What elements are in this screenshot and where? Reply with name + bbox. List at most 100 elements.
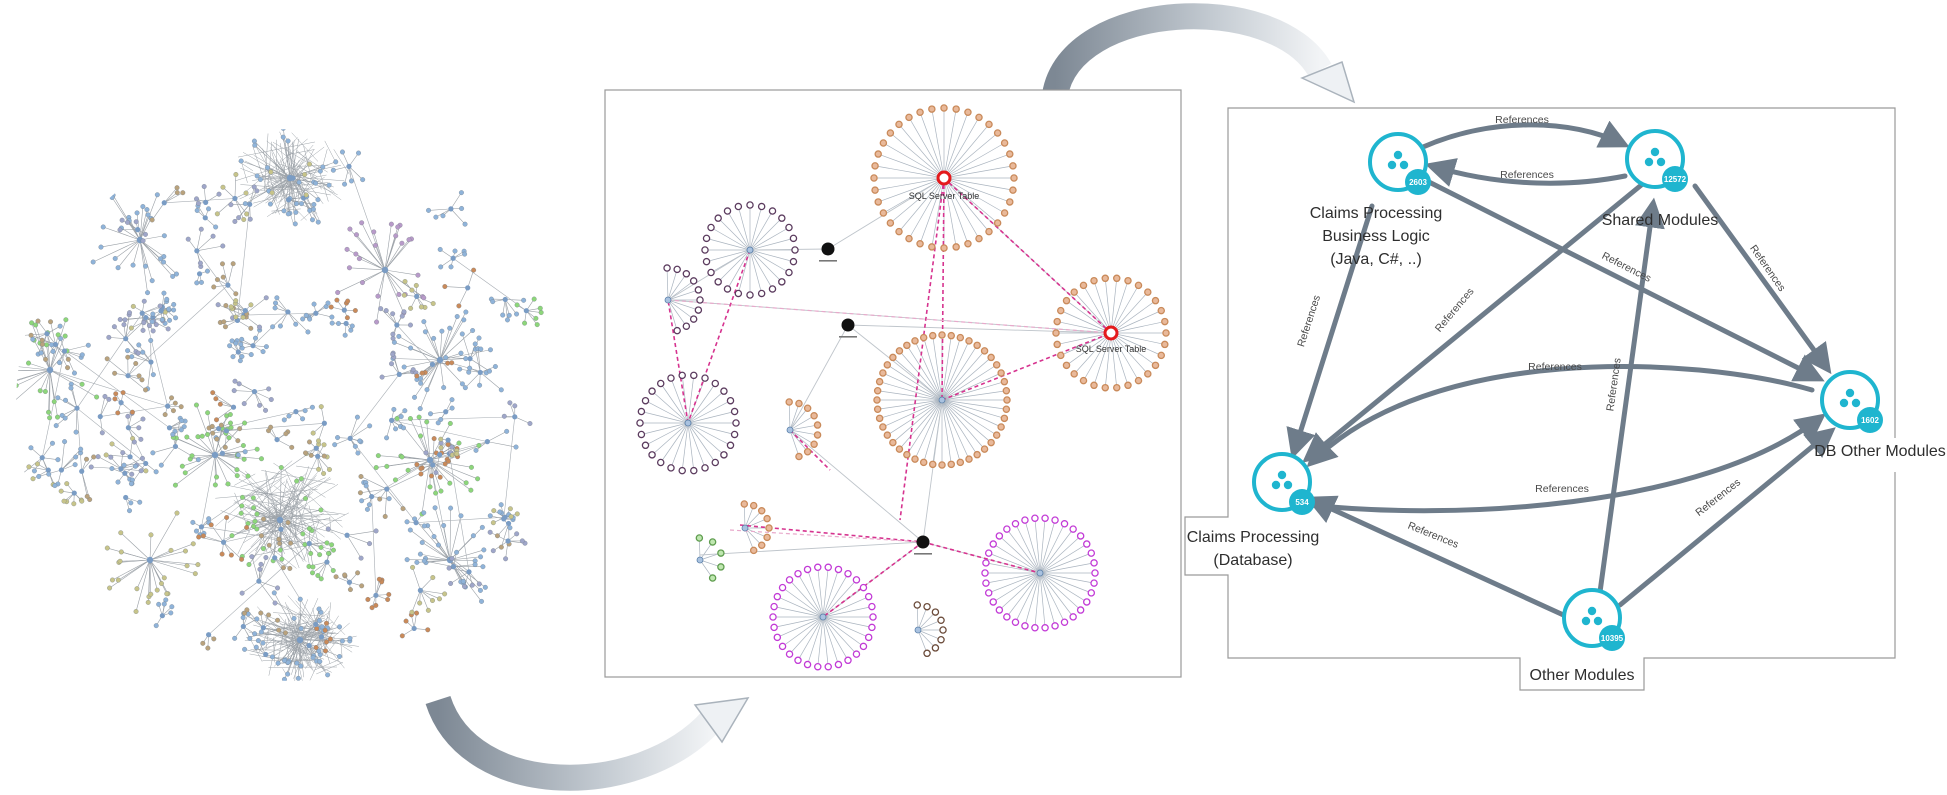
detail-edge [879, 399, 943, 419]
overview-hub [150, 314, 156, 321]
overview-node [316, 606, 322, 612]
overview-hub [413, 520, 419, 526]
overview-hub [250, 343, 256, 349]
overview-hub [260, 625, 266, 631]
overview-node [505, 317, 510, 323]
detail-leaf-node [656, 379, 665, 388]
overview-node [479, 598, 484, 604]
overview-node [220, 261, 225, 267]
detail-edge [1039, 572, 1095, 584]
overview-hub [429, 361, 436, 367]
overview-node [229, 533, 235, 539]
module-node-claims-logic[interactable]: 2603 [1368, 132, 1431, 195]
overview-node [410, 367, 416, 373]
overview-edge [349, 417, 358, 439]
overview-node [182, 470, 188, 476]
overview-node [279, 556, 285, 562]
detail-leaf-node [868, 623, 876, 632]
overview-edge [316, 662, 343, 675]
overview-edge [175, 418, 181, 447]
overview-edge [258, 557, 267, 582]
overview-edge [139, 206, 144, 241]
detail-leaf-node [773, 592, 782, 601]
detail-edge [822, 606, 872, 618]
overview-node [174, 271, 179, 277]
module-node-db-other[interactable]: 1602 [1820, 370, 1883, 433]
overview-node [118, 530, 124, 536]
detail-edge [875, 165, 945, 179]
overview-edge [99, 416, 103, 433]
detail-edge [914, 340, 943, 401]
overview-node [183, 548, 188, 554]
overview-node [180, 190, 186, 196]
detail-edge [1039, 562, 1095, 574]
module-node-claims-db[interactable]: 534 [1252, 452, 1315, 515]
overview-edge [76, 408, 83, 472]
overview-node [115, 265, 121, 271]
overview-edge [161, 446, 176, 466]
overview-node [463, 309, 469, 315]
overview-node [512, 403, 518, 409]
overview-edge [261, 618, 297, 651]
overview-node [348, 327, 354, 333]
overview-node [62, 333, 68, 339]
overview-edge [127, 284, 229, 376]
overview-edge [420, 577, 434, 591]
detail-leaf-node [814, 563, 822, 572]
detail-edge [1039, 572, 1074, 618]
detail-edge [985, 572, 1041, 584]
overview-edge [244, 649, 266, 655]
overview-node [298, 476, 304, 482]
overview-node [376, 576, 382, 582]
detail-edge [749, 249, 773, 290]
overview-edge [282, 137, 291, 179]
overview-hub [318, 634, 325, 640]
overview-node [299, 201, 304, 207]
overview-edge [241, 162, 248, 183]
overview-edge [214, 454, 245, 460]
detail-edge [1024, 572, 1041, 626]
overview-node [260, 546, 266, 552]
overview-node [315, 219, 321, 225]
overview-edge [263, 176, 275, 188]
detail-leaf-node [1070, 288, 1078, 296]
overview-node [239, 590, 245, 596]
overview-hub [148, 359, 154, 365]
module-node-other[interactable]: 10395 [1562, 588, 1625, 651]
overview-edge [201, 454, 216, 527]
overview-node [57, 360, 62, 366]
overview-edge [125, 321, 145, 339]
overview-node [276, 627, 282, 633]
overview-node [354, 414, 360, 420]
overview-node [263, 344, 269, 350]
detail-hub-node [1103, 325, 1119, 341]
overview-node [136, 425, 142, 431]
overview-node [285, 671, 291, 677]
overview-edge [50, 321, 56, 345]
detail-leaf-node [803, 404, 812, 413]
detail-edge [717, 249, 751, 283]
overview-node [280, 134, 286, 140]
overview-node [403, 618, 409, 624]
overview-edge [375, 579, 380, 596]
overview-node [475, 476, 481, 482]
detail-dashed-link [943, 177, 1112, 334]
overview-hub [315, 453, 321, 459]
overview-edge [264, 133, 269, 192]
overview-node [358, 474, 364, 479]
overview-edge [270, 507, 299, 515]
overview-hub [373, 592, 379, 598]
overview-edge [276, 517, 334, 533]
detail-edge [919, 177, 945, 244]
overview-node [63, 317, 69, 323]
detail-edge [941, 399, 978, 455]
overview-node [143, 468, 149, 474]
module-node-shared[interactable]: 12572 [1625, 129, 1688, 192]
detail-edge [749, 210, 773, 251]
overview-node [39, 337, 45, 343]
detail-leaf-node [869, 613, 877, 621]
overview-hub [159, 613, 165, 619]
overview-node [364, 506, 370, 512]
overview-edge [272, 175, 288, 185]
overview-edge [287, 514, 293, 520]
